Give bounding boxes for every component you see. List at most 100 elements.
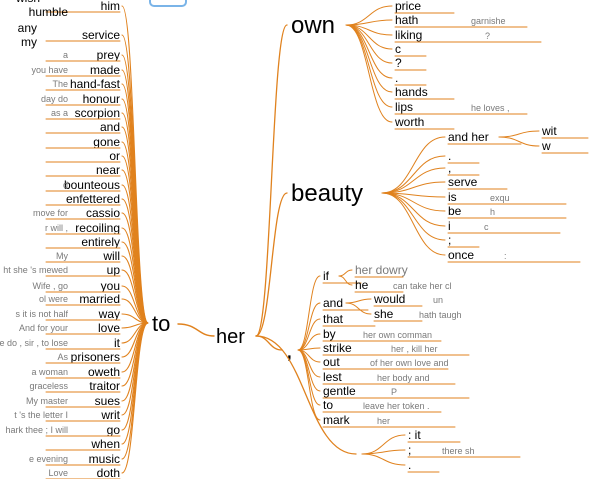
child-word-beauty-4[interactable]: serve xyxy=(448,175,478,189)
branch-head-beauty[interactable]: beauty xyxy=(291,180,363,207)
child-word-comma-9[interactable]: to xyxy=(323,398,333,412)
left-word-19[interactable]: you xyxy=(101,279,120,293)
child-word-beauty-2[interactable]: . xyxy=(448,149,451,163)
left-context-service-2: my xyxy=(21,35,37,49)
sub-word-comma-2-2[interactable]: she xyxy=(374,307,394,321)
left-word-22[interactable]: love xyxy=(98,321,120,335)
child-word-own-6[interactable]: . xyxy=(395,71,398,85)
left-word-2[interactable]: service xyxy=(82,28,120,42)
left-word-18[interactable]: up xyxy=(107,263,121,277)
left-word-5[interactable]: hand-fast xyxy=(70,77,121,91)
left-word-29[interactable]: go xyxy=(107,423,121,437)
child-edge-comma-7 xyxy=(297,349,321,378)
left-word-26[interactable]: traitor xyxy=(89,379,120,393)
sub-edge-comma-1-1 xyxy=(338,269,353,277)
child-context-comma-9: leave her token . xyxy=(363,401,430,411)
child-word-own-7[interactable]: hands xyxy=(395,85,428,99)
left-context-15: r will , xyxy=(45,223,68,233)
left-word-31[interactable]: music xyxy=(89,452,120,466)
branch-head-comma[interactable]: , xyxy=(286,337,293,364)
left-word-21[interactable]: way xyxy=(98,307,120,321)
left-word-14[interactable]: cassio xyxy=(86,206,120,220)
child-word-comma-5[interactable]: strike xyxy=(323,341,352,355)
child-word-tail-3[interactable]: . xyxy=(408,458,411,472)
child-word-tail-2[interactable]: ; xyxy=(408,443,411,457)
left-word-15[interactable]: recoiling xyxy=(75,221,120,235)
left-word-12[interactable]: bounteous xyxy=(64,178,120,192)
her-edge-own xyxy=(255,24,288,337)
left-context-18: ht she 's mewed xyxy=(3,265,68,275)
sub-context-comma-2-1: un xyxy=(433,295,443,305)
child-word-beauty-6[interactable]: be xyxy=(448,204,462,218)
child-word-own-5[interactable]: ? xyxy=(395,56,402,70)
sub-word-comma-1-2[interactable]: he xyxy=(355,278,369,292)
left-word-11[interactable]: near xyxy=(96,163,120,177)
child-word-tail-1[interactable]: : it xyxy=(408,428,421,442)
child-edge-own-9 xyxy=(345,24,393,123)
left-word-10[interactable]: or xyxy=(109,149,120,163)
child-word-comma-8[interactable]: gentle xyxy=(323,384,356,398)
child-word-beauty-1[interactable]: and her xyxy=(448,130,489,144)
left-word-17[interactable]: will xyxy=(102,249,120,263)
left-context-24: As xyxy=(57,352,68,362)
left-word-32[interactable]: doth xyxy=(97,466,120,479)
child-word-beauty-9[interactable]: once xyxy=(448,248,474,262)
child-context-beauty-7: c xyxy=(484,222,489,232)
child-edge-comma-1 xyxy=(297,275,321,351)
left-word-28[interactable]: writ xyxy=(100,408,120,422)
child-context-comma-8: P xyxy=(391,387,397,397)
her-edge-comma xyxy=(255,335,283,351)
root-word-to[interactable]: to xyxy=(152,311,170,336)
child-word-comma-2[interactable]: and xyxy=(323,296,343,310)
left-word-20[interactable]: married xyxy=(79,292,120,306)
child-word-comma-3[interactable]: that xyxy=(323,312,344,326)
child-word-comma-10[interactable]: mark xyxy=(323,413,351,427)
child-edge-tail-3 xyxy=(361,453,406,466)
her-edge-beauty xyxy=(255,192,288,337)
sub-word-comma-2-1[interactable]: would xyxy=(373,292,405,306)
left-word-6[interactable]: honour xyxy=(83,92,120,106)
left-word-16[interactable]: entirely xyxy=(81,235,120,249)
child-word-beauty-5[interactable]: is xyxy=(448,190,457,204)
child-word-own-2[interactable]: hath xyxy=(395,13,418,27)
left-word-25[interactable]: oweth xyxy=(88,365,120,379)
left-word-1[interactable]: him xyxy=(101,0,120,13)
sub-edge-beauty-1-2 xyxy=(498,136,540,147)
left-context-7: as a xyxy=(51,108,68,118)
child-word-beauty-3[interactable]: , xyxy=(448,161,451,175)
left-word-30[interactable]: when xyxy=(90,437,120,451)
left-edge-32 xyxy=(121,322,149,474)
child-context-own-8: he loves , xyxy=(471,103,510,113)
child-word-comma-1[interactable]: if xyxy=(323,269,330,283)
left-context-4: you have xyxy=(31,65,68,75)
child-word-own-9[interactable]: worth xyxy=(394,115,424,129)
sub-word-beauty-1-1[interactable]: wit xyxy=(541,124,557,138)
child-word-own-3[interactable]: liking xyxy=(395,28,422,42)
branch-head-own[interactable]: own xyxy=(291,12,335,39)
left-word-23[interactable]: it xyxy=(114,336,121,350)
left-context-service-1: any xyxy=(18,21,37,35)
child-word-comma-7[interactable]: lest xyxy=(323,370,342,384)
child-word-comma-4[interactable]: by xyxy=(323,327,336,341)
sub-word-beauty-1-2[interactable]: w xyxy=(541,139,551,153)
left-word-8[interactable]: and xyxy=(100,120,120,134)
root-word-her[interactable]: her xyxy=(216,326,245,348)
child-word-beauty-8[interactable]: ; xyxy=(448,233,451,247)
left-word-24[interactable]: prisoners xyxy=(71,350,120,364)
left-word-3[interactable]: prey xyxy=(97,48,120,62)
left-word-13[interactable]: enfettered xyxy=(66,192,120,206)
left-word-7[interactable]: scorpion xyxy=(75,106,120,120)
left-word-27[interactable]: sues xyxy=(95,394,120,408)
child-word-own-1[interactable]: price xyxy=(395,0,421,13)
child-word-beauty-7[interactable]: i xyxy=(448,219,451,233)
sub-word-comma-1-1[interactable]: her dowry xyxy=(355,263,408,277)
child-context-beauty-9: : xyxy=(504,251,507,261)
left-word-4[interactable]: made xyxy=(90,63,120,77)
left-word-9[interactable]: gone xyxy=(93,135,120,149)
child-word-comma-6[interactable]: out xyxy=(323,355,340,369)
child-word-own-8[interactable]: lips xyxy=(395,100,413,114)
child-edge-tail-1 xyxy=(361,434,406,455)
child-word-own-4[interactable]: c xyxy=(395,42,401,56)
sub-context-comma-1-2: can take her cl xyxy=(393,281,452,291)
